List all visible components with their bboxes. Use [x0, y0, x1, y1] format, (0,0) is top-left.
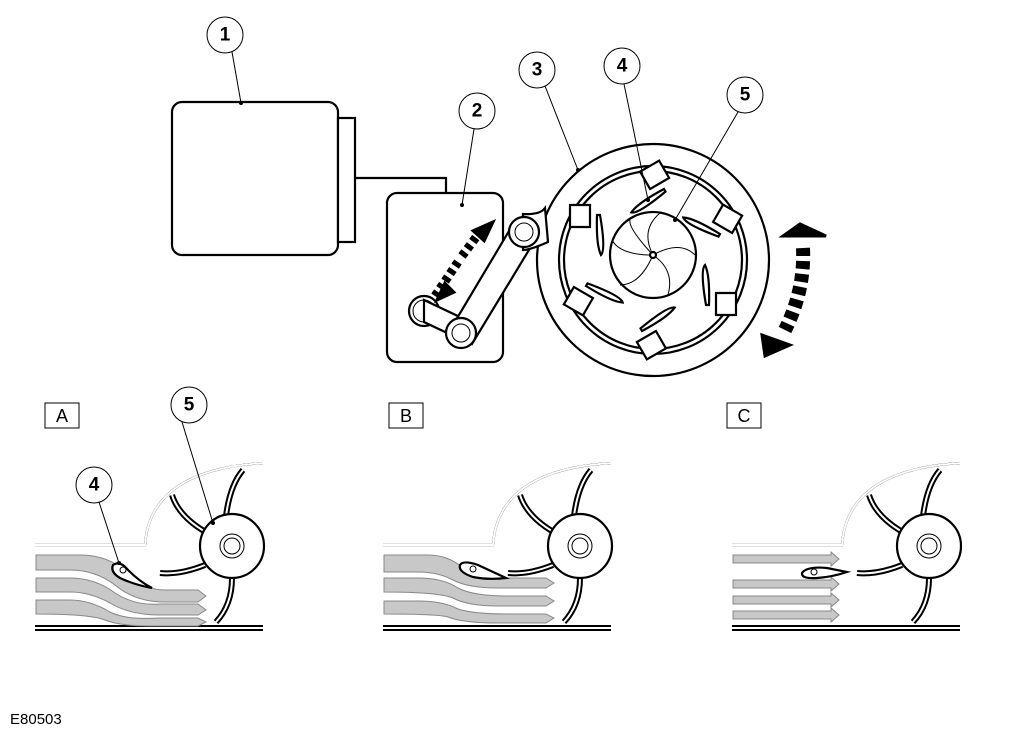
motor	[170, 100, 340, 257]
svg-text:5: 5	[740, 85, 751, 106]
svg-text:4: 4	[617, 56, 628, 77]
panel-c: C	[726, 402, 961, 628]
svg-text:5: 5	[184, 395, 195, 416]
linear-motion-arrow	[431, 218, 497, 304]
svg-text:C: C	[738, 406, 751, 426]
svg-text:2: 2	[472, 101, 483, 122]
callout-4: 4	[603, 47, 650, 202]
callout-2: 2	[458, 92, 496, 207]
panel-a: A 5 4	[35, 386, 264, 628]
motor-linkage	[355, 176, 448, 193]
callout-1: 1	[206, 16, 244, 105]
svg-text:A: A	[56, 406, 68, 426]
guide-vane	[111, 562, 153, 590]
svg-text:B: B	[400, 406, 412, 426]
motor-flange	[336, 116, 357, 244]
callout-3: 3	[518, 51, 580, 172]
fan-blades	[611, 212, 696, 296]
callout-5: 5	[673, 76, 764, 222]
svg-text:1: 1	[220, 25, 231, 46]
svg-text:3: 3	[532, 60, 543, 81]
panel-b: B	[383, 402, 612, 628]
rotation-arrow	[760, 222, 827, 359]
figure-id: E80503	[10, 711, 62, 728]
svg-text:4: 4	[89, 475, 100, 496]
guide-vanes	[562, 159, 744, 361]
